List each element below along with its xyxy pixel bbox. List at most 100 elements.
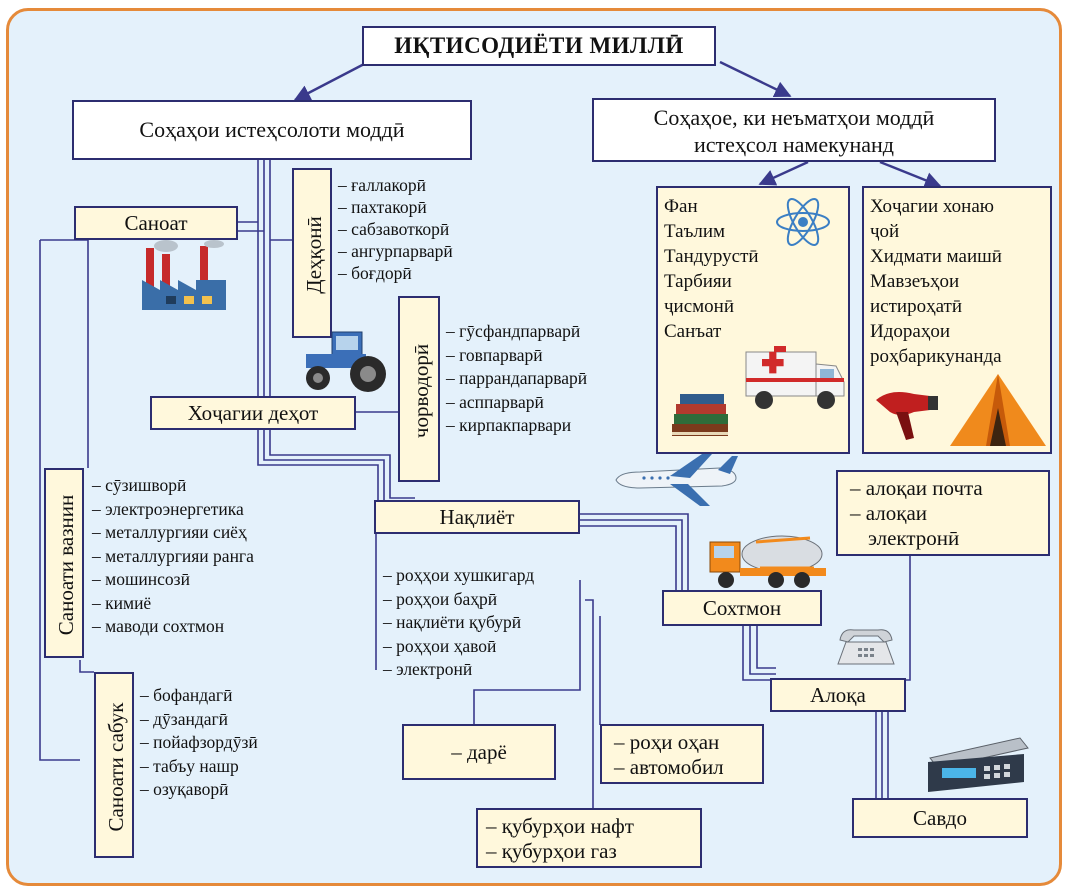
diagram-title: ИҚТИСОДИЁТИ МИЛЛӢ <box>394 33 684 58</box>
heavy-item: металлургияи сиёҳ <box>92 521 254 545</box>
light-item: озуқаворӣ <box>140 778 258 802</box>
dehqoni-item: сабзавоткорӣ <box>338 218 453 240</box>
wire-trans-constr-a <box>580 513 689 590</box>
atom-icon <box>776 198 830 246</box>
services-b-item: роҳбарикунанда <box>870 346 1002 367</box>
rail-auto-item: – роҳи оҳан <box>614 730 720 754</box>
wire-sabuk <box>79 660 94 673</box>
services-b-item: Мавзеъҳои <box>870 271 960 292</box>
communication-box: Алоқа <box>770 678 906 712</box>
chorvodori-item: говпарварӣ <box>446 344 587 368</box>
river-label: – дарё <box>451 739 507 764</box>
hairdryer-icon <box>876 392 938 440</box>
construction-box: Сохтмон <box>662 590 822 626</box>
services-b-item: Хоҷагии хонаю <box>870 196 994 217</box>
material-box: Соҳаҳои истеҳсолоти моддӣ <box>72 100 472 160</box>
wire-constr-comm-c <box>756 626 776 669</box>
dehqoni-item: ғаллакорӣ <box>338 174 453 196</box>
wire-constr-comm-b <box>749 626 776 675</box>
heavy-list: сӯзишворӣ электроэнергетика металлургияи… <box>92 474 254 639</box>
concrete-truck-icon <box>709 535 826 588</box>
title-box: ИҚТИСОДИЁТИ МИЛЛӢ <box>362 26 716 66</box>
dehqoni-box: Деҳқонӣ <box>292 168 332 338</box>
nonmaterial-line-2: истеҳсол намекунанд <box>694 132 894 157</box>
light-item: бофандагӣ <box>140 684 258 708</box>
river-box: – дарё <box>402 724 556 780</box>
transport-item: роҳҳои ҳавоӣ <box>383 635 534 659</box>
heavy-item: маводи сохтмон <box>92 615 254 639</box>
postal-item: – алоқаи <box>850 501 927 525</box>
transport-item: роҳҳои хушкигард <box>383 564 534 588</box>
transport-box: Нақлиёт <box>374 500 580 534</box>
chorvodori-item: кирпакпарвари <box>446 414 587 438</box>
sanoat-label: Саноат <box>124 210 188 235</box>
light-item: табъу нашр <box>140 755 258 779</box>
scale-icon <box>928 737 1029 792</box>
telephone-icon <box>837 629 895 665</box>
arrow-to-nonmaterial <box>719 60 792 98</box>
transport-item: роҳҳои баҳрӣ <box>383 588 534 612</box>
tractor-icon <box>306 331 386 392</box>
tent-icon <box>950 374 1046 446</box>
dehqoni-item: пахтакорӣ <box>338 196 453 218</box>
factory-icon <box>142 240 226 310</box>
nonmaterial-line-1: Соҳаҳое, ки неъматҳои моддӣ <box>653 105 935 130</box>
heavy-item: металлургияи ранга <box>92 545 254 569</box>
trade-label: Савдо <box>913 805 967 830</box>
nonmaterial-box: Соҳаҳое, ки неъматҳои моддӣ истеҳсол нам… <box>592 98 996 162</box>
heavy-item: электроэнергетика <box>92 498 254 522</box>
material-label: Соҳаҳои истеҳсолоти моддӣ <box>139 117 405 142</box>
arrow-to-material <box>293 60 369 102</box>
agriculture-box: Хоҷагии деҳот <box>150 396 356 430</box>
pipes-item: – қубурҳои нафт <box>486 814 634 838</box>
services-b-item: Хидмати маишӣ <box>870 246 1002 267</box>
sanoat-box: Саноат <box>74 206 238 240</box>
services-a-box: Фан Таълим Тандурустӣ Тарбияи ҷисмонӣ Са… <box>656 186 850 454</box>
wire-trans-constr-b <box>580 519 683 590</box>
transport-list: роҳҳои хушкигард роҳҳои баҳрӣ нақлиёти қ… <box>383 564 534 682</box>
light-item: дӯзандагӣ <box>140 708 258 732</box>
wire-trans-constr-c <box>580 525 677 590</box>
airplane-icon <box>615 454 738 506</box>
chorvodori-label: чорводорӣ <box>408 343 433 439</box>
postal-box: – алоқаи почта – алоқаи электронӣ <box>836 470 1050 556</box>
services-b-box: Хоҷагии хонаю ҷой Хидмати маишӣ Мавзеъҳо… <box>862 186 1052 454</box>
heavy-item: мошинсозӣ <box>92 568 254 592</box>
heavy-box: Саноати вазнин <box>44 468 84 658</box>
rail-auto-item: – автомобил <box>614 755 724 779</box>
heavy-item: сӯзишворӣ <box>92 474 254 498</box>
chorvodori-box: чорводорӣ <box>398 296 440 482</box>
construction-label: Сохтмон <box>702 595 782 620</box>
dehqoni-item: боғдорӣ <box>338 262 453 284</box>
transport-item: нақлиёти қубурӣ <box>383 611 534 635</box>
ambulance-icon <box>745 346 845 409</box>
services-b-item: Идораҳои <box>870 321 950 342</box>
services-b-item: истироҳатӣ <box>870 296 962 317</box>
light-list: бофандагӣ дӯзандагӣ пойафзордӯзӣ табъу н… <box>140 684 258 802</box>
pipes-box: – қубурҳои нафт – қубурҳои газ <box>476 808 702 868</box>
communication-label: Алоқа <box>810 682 866 707</box>
heavy-label: Саноати вазнин <box>53 494 78 636</box>
transport-item: электронӣ <box>383 658 534 682</box>
services-a-item: Санъат <box>664 321 722 342</box>
dehqoni-label: Деҳқонӣ <box>301 216 326 294</box>
light-box: Саноати сабук <box>94 672 134 858</box>
services-a-item: Фан <box>664 196 698 217</box>
pipes-item: – қубурҳои газ <box>486 839 617 863</box>
wire-constr-comm-a <box>742 626 776 681</box>
services-a-item: Таълим <box>664 221 726 242</box>
wire-list-pipe <box>585 599 594 808</box>
arrow-to-services-b <box>879 160 942 189</box>
transport-label: Нақлиёт <box>439 504 515 529</box>
wire-list-river <box>473 580 581 725</box>
chorvodori-item: гӯсфандпарварӣ <box>446 320 587 344</box>
postal-item: электронӣ <box>868 526 960 550</box>
trunk-c <box>269 160 415 499</box>
chorvodori-item: асппарварӣ <box>446 391 587 415</box>
heavy-item: кимиё <box>92 592 254 616</box>
services-a-item: ҷисмонӣ <box>664 296 735 317</box>
chorvodori-item: паррандапарварӣ <box>446 367 587 391</box>
agriculture-label: Хоҷагии деҳот <box>187 400 319 425</box>
rail-auto-box: – роҳи оҳан – автомобил <box>600 724 764 784</box>
